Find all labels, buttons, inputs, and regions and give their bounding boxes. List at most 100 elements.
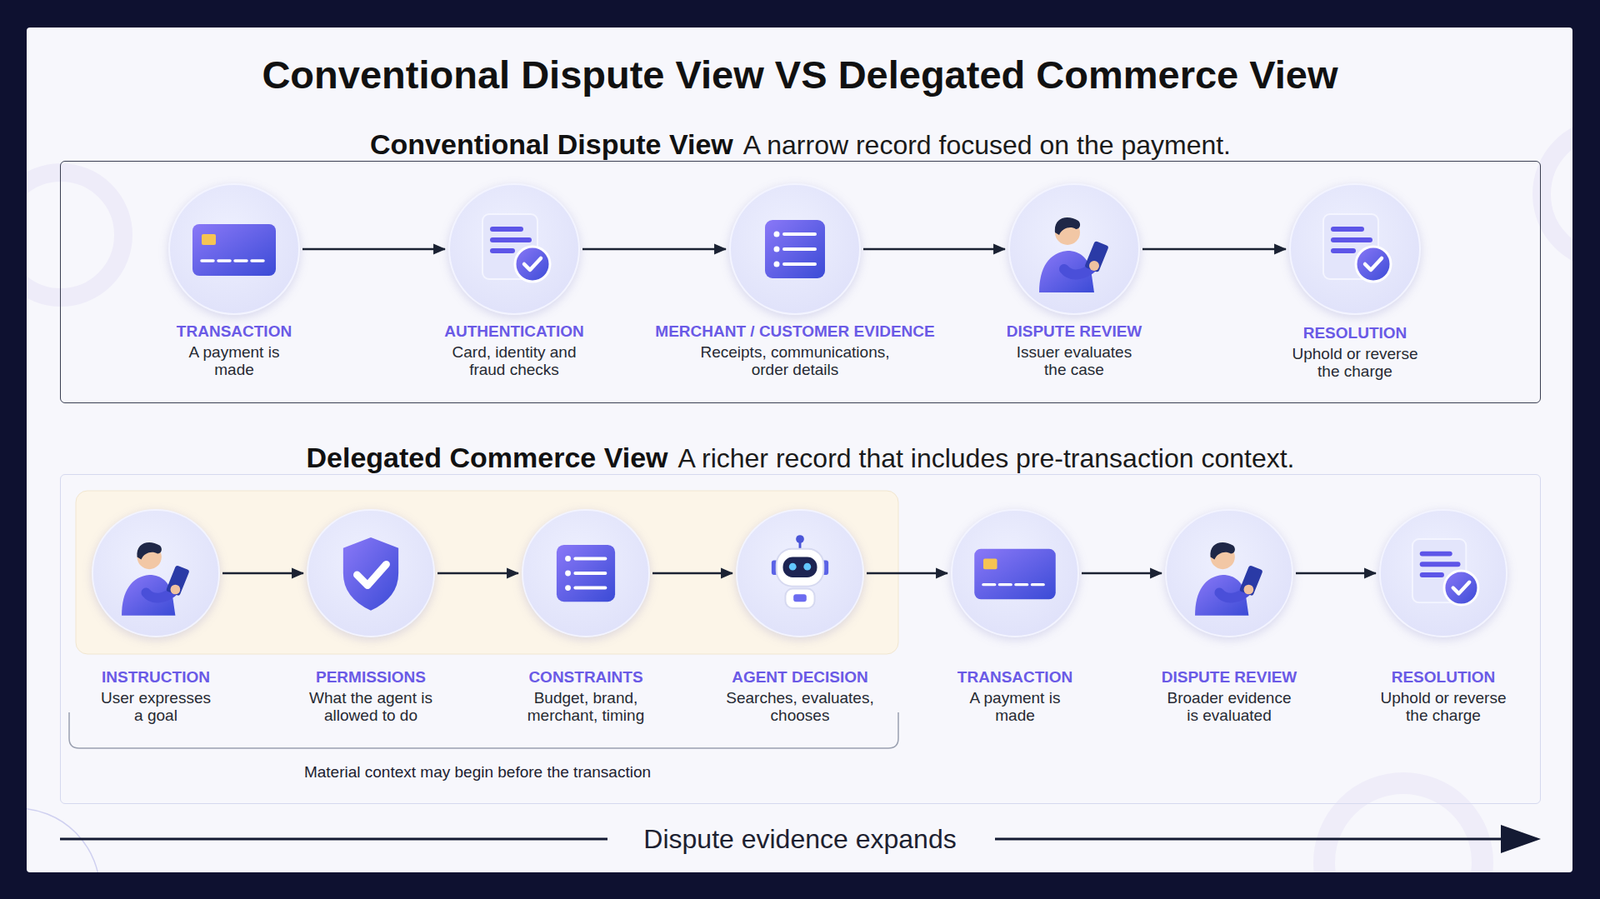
- step-circle: PERMISSIONSWhat the agent is allowed to …: [305, 508, 436, 639]
- list-line: [575, 571, 605, 575]
- section-subtitle: A richer record that includes pre-transa…: [678, 441, 1295, 475]
- step-circle: RESOLUTIONUphold or reverse the charge: [1288, 182, 1422, 316]
- step-heading: AUTHENTICATION: [435, 322, 594, 341]
- step-icon: [192, 224, 276, 276]
- document-line: [1422, 572, 1442, 578]
- context-band: [75, 490, 899, 655]
- robot-head: [776, 549, 825, 587]
- step-outline: [1288, 182, 1422, 316]
- card-digits: [999, 583, 1011, 586]
- flow-arrow: [222, 572, 304, 575]
- robot-visor: [783, 557, 818, 578]
- evidence-axis: [995, 838, 1513, 841]
- person-body: [1195, 575, 1249, 616]
- card-digits: [1031, 583, 1044, 586]
- step-disc: [1009, 184, 1140, 315]
- step-disc: [1165, 510, 1293, 637]
- card-icon: [192, 224, 276, 276]
- person-hand: [1244, 585, 1255, 595]
- step-icon: [974, 549, 1056, 600]
- axis-label: Dispute evidence expands: [643, 824, 956, 855]
- document-line: [1422, 551, 1450, 557]
- step-description: What the agent is allowed to do: [308, 689, 434, 725]
- step-disc: [522, 510, 650, 637]
- decor-ring: [1541, 127, 1573, 261]
- person-body: [121, 575, 175, 616]
- list-icon: [765, 220, 825, 279]
- step-caption: RESOLUTIONUphold or reverse the charge: [1282, 324, 1429, 380]
- check-mark: [1365, 258, 1382, 270]
- step-caption: TRANSACTIONA payment is made: [956, 668, 1074, 725]
- step-icon: [1039, 217, 1110, 293]
- list-bullet: [774, 231, 780, 238]
- robot-body: [785, 589, 815, 609]
- step-outline: [167, 182, 301, 316]
- step-icon: [343, 537, 399, 611]
- list-line: [784, 247, 815, 251]
- step-heading: RESOLUTION: [1282, 324, 1429, 343]
- step-heading: TRANSACTION: [175, 322, 293, 341]
- card-digits: [235, 259, 247, 263]
- step-circle: TRANSACTIONA payment is made: [167, 182, 301, 316]
- step-heading: AGENT DECISION: [712, 668, 888, 687]
- document-line: [1333, 237, 1370, 243]
- step-heading: RESOLUTION: [1370, 668, 1517, 687]
- check-badge: [1355, 246, 1391, 282]
- step-caption: DISPUTE REVIEWIssuer evaluates the case: [1003, 322, 1145, 379]
- list-line: [784, 232, 815, 236]
- step-icon: [1412, 539, 1479, 605]
- person-hand: [170, 585, 181, 595]
- step-outline: [1164, 508, 1295, 639]
- step-outline: [520, 508, 651, 639]
- step-icon: [1323, 214, 1391, 282]
- check-mark: [356, 564, 386, 585]
- section-title: Delegated Commerce View: [306, 440, 669, 475]
- document-line: [1422, 561, 1459, 567]
- person-hair: [136, 542, 162, 560]
- document-line: [1333, 248, 1354, 254]
- list-bullet: [774, 246, 780, 253]
- document-line: [492, 248, 513, 254]
- step-caption: AUTHENTICATIONCard, identity and fraud c…: [435, 322, 594, 379]
- robot-eye: [803, 563, 811, 571]
- step-heading: INSTRUCTION: [97, 668, 215, 687]
- card-chip: [983, 558, 998, 570]
- step-disc: [1380, 510, 1507, 637]
- section-heading: Conventional Dispute ViewA narrow record…: [60, 127, 1540, 162]
- person-hair: [1055, 217, 1080, 235]
- tablet: [1239, 565, 1264, 596]
- flow-arrow: [302, 248, 445, 251]
- step-icon: [765, 220, 825, 279]
- person-hand: [1089, 260, 1100, 271]
- flow-arrow: [866, 572, 948, 575]
- section-subtitle: A narrow record focused on the payment.: [743, 128, 1231, 162]
- step-circle: AUTHENTICATIONCard, identity and fraud c…: [447, 182, 581, 316]
- step-caption: AGENT DECISIONSearches, evaluates, choos…: [712, 668, 888, 725]
- section-heading: Delegated Commerce View A richer record t…: [60, 440, 1540, 475]
- decor-ring: [1324, 783, 1483, 873]
- document-line: [1333, 226, 1362, 232]
- step-circle: DISPUTE REVIEWIssuer evaluates the case: [1007, 182, 1141, 316]
- step-disc: [736, 510, 864, 637]
- flow-arrow: [863, 248, 1005, 251]
- robot-eye: [789, 563, 797, 571]
- check-badge: [1444, 570, 1479, 605]
- card-digits: [251, 259, 264, 263]
- step-outline: [447, 182, 581, 316]
- step-caption: MERCHANT / CUSTOMER EVIDENCEReceipts, co…: [655, 322, 935, 379]
- step-heading: DISPUTE REVIEW: [1160, 668, 1299, 687]
- list-line: [575, 586, 605, 590]
- flow-arrow: [1295, 572, 1376, 575]
- step-caption: INSTRUCTIONUser expresses a goal: [97, 668, 215, 725]
- step-description: Issuer evaluates the case: [1003, 343, 1145, 379]
- flow-arrow: [1081, 572, 1162, 575]
- tablet: [1084, 240, 1109, 273]
- step-description: Broader evidence is evaluated: [1160, 689, 1299, 725]
- step-description: A payment is made: [175, 343, 293, 379]
- list-bullet: [565, 555, 571, 562]
- step-outline: [1007, 182, 1141, 316]
- decor-rings: [26, 127, 1573, 873]
- person-body: [1039, 250, 1095, 293]
- step-circle: DISPUTE REVIEWBroader evidence is evalua…: [1164, 508, 1295, 639]
